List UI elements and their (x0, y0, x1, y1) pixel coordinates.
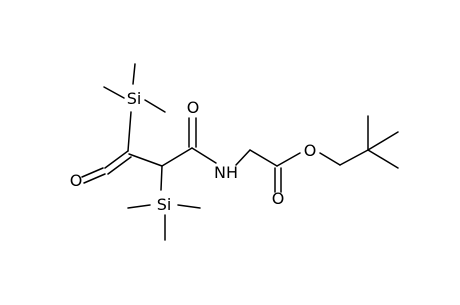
bond-c-ch (128, 153, 163, 167)
bond-c-n (191, 147, 217, 164)
atom-nh: NH (214, 163, 238, 182)
bond-c-si-top (127, 111, 132, 152)
bond-ch-si-bottom (160, 165, 163, 191)
bond-si-me1-top (103, 86, 125, 99)
bond-o-ch2 (319, 152, 341, 166)
bonds (81, 63, 399, 241)
bond-o-c-ketene-double (83, 173, 106, 184)
bond-o-c-ketene (81, 167, 104, 178)
bond-si-me1-bottom (127, 204, 151, 209)
atom-o-ester-ether: O (304, 141, 317, 160)
bond-n-ch2 (235, 149, 251, 166)
atom-si-top: Si (127, 89, 142, 108)
bond-ester-c-o (276, 152, 301, 167)
atom-o-ester-carbonyl: O (272, 189, 285, 208)
bond-si-me3-bottom (177, 204, 201, 209)
atom-o-amide: O (187, 98, 200, 117)
atom-labels: O Si Si O NH O O (70, 89, 317, 214)
bond-cq-me-bottom (367, 149, 399, 169)
atom-si-bottom: Si (157, 195, 172, 214)
bond-si-me2-top (132, 63, 136, 85)
atom-o-ketene: O (70, 171, 83, 190)
bond-ch2-cq (339, 149, 369, 166)
bond-c-c-ketene (104, 150, 129, 169)
bond-cq-me-right (367, 131, 399, 151)
bond-ch-carbonyl (161, 147, 193, 167)
bond-si-me3-top (144, 99, 166, 113)
bond-ch2-ester-c (249, 149, 278, 167)
bond-c-c-ketene-double (107, 156, 132, 175)
